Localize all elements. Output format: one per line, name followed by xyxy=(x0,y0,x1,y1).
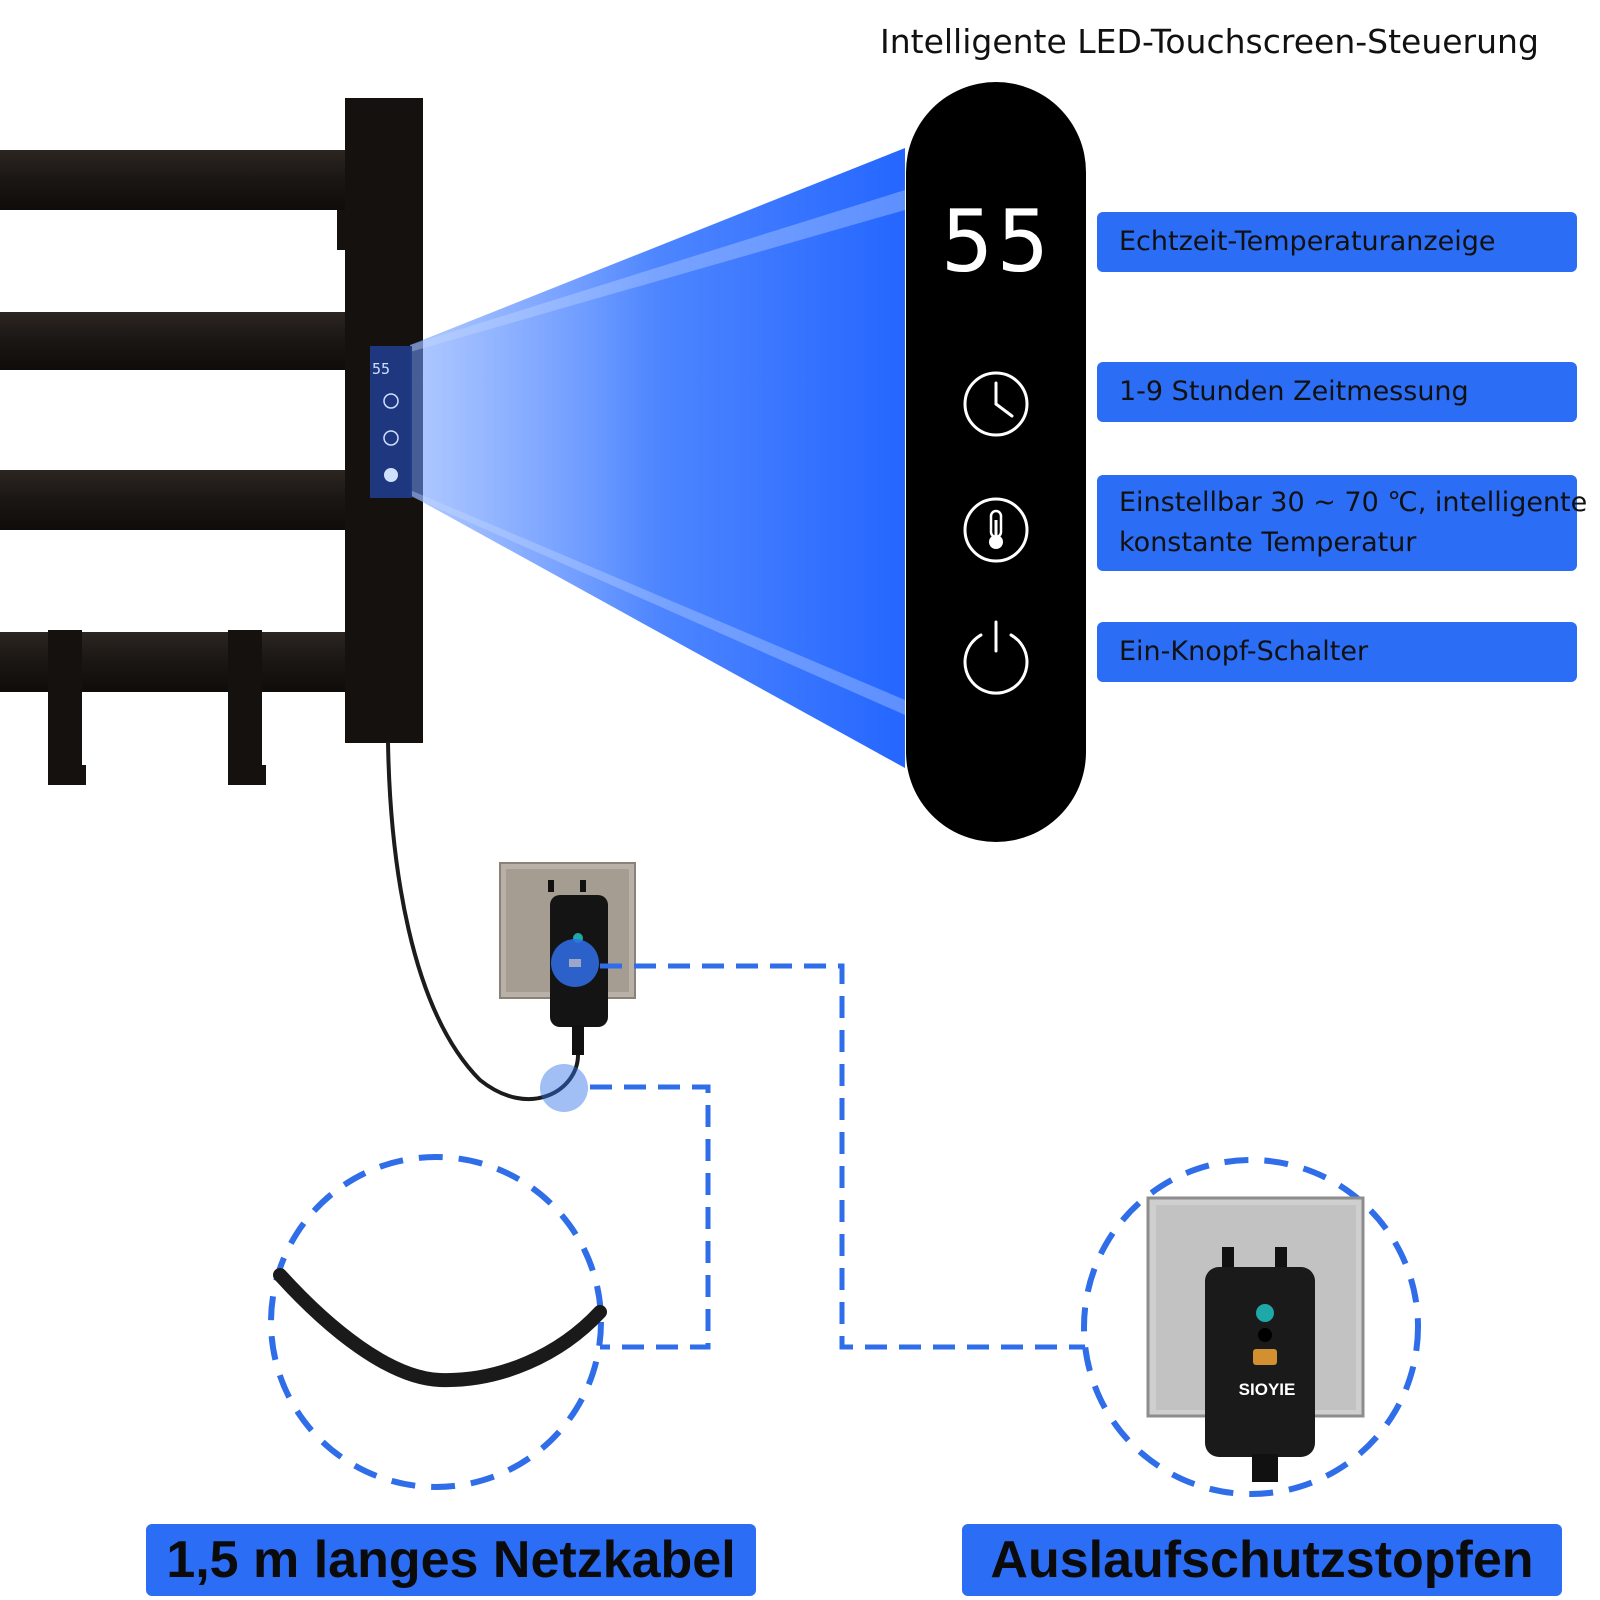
feature-text: Echtzeit-Temperaturanzeige xyxy=(1119,225,1496,257)
clock-icon xyxy=(963,371,1029,437)
led-control-panel xyxy=(906,82,1086,842)
light-beam xyxy=(410,148,905,768)
towel-rack xyxy=(0,98,423,785)
feature-label-power-switch: Ein-Knopf-Schalter xyxy=(1097,622,1577,682)
temperature-readout: 55 xyxy=(941,192,1053,292)
feature-text: 1-9 Stunden Zeitmessung xyxy=(1119,375,1469,407)
cable-callout-label: 1,5 m langes Netzkabel xyxy=(146,1524,756,1596)
feature-label-temperature-display: Echtzeit-Temperaturanzeige xyxy=(1097,212,1577,272)
feature-text: Ein-Knopf-Schalter xyxy=(1119,635,1369,667)
mini-temperature-readout: 55 xyxy=(372,360,391,378)
wall-outlet xyxy=(499,862,636,1055)
feature-text-line2: konstante Temperatur xyxy=(1119,527,1417,558)
feature-label-temperature-range: Einstellbar 30 ~ 70 ℃, intelligente kons… xyxy=(1097,475,1587,571)
power-cable xyxy=(386,741,580,1101)
feature-text-line1: Einstellbar 30 ~ 70 ℃, intelligente xyxy=(1119,486,1588,518)
callout-lines xyxy=(590,963,1090,1350)
feature-label-timer: 1-9 Stunden Zeitmessung xyxy=(1097,362,1577,422)
cable-zoom-circle xyxy=(268,1154,604,1490)
power-icon xyxy=(963,620,1029,695)
plug-callout-label: Auslaufschutzstopfen xyxy=(962,1524,1562,1596)
plug-brand-label: SIOYIE xyxy=(1238,1380,1296,1399)
page-title: Intelligente LED-Touchscreen-Steuerung xyxy=(880,22,1539,61)
cable-highlight xyxy=(540,1064,588,1112)
thermometer-icon xyxy=(963,497,1029,563)
